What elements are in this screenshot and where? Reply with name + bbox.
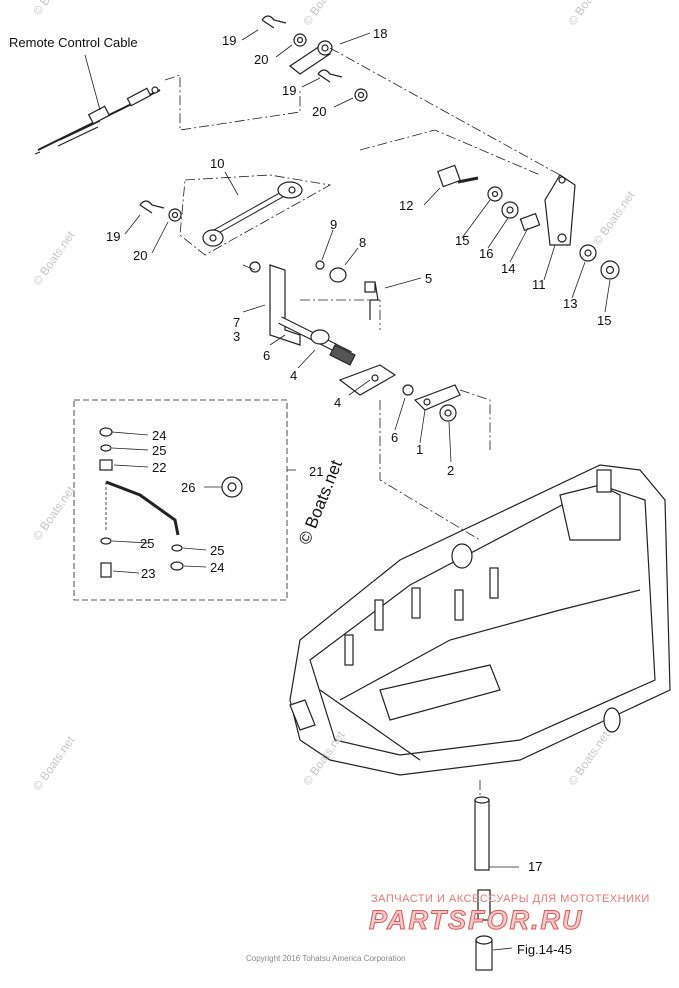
callout-12: 12 [399,198,414,213]
callout-3: 3 [233,329,241,344]
callout-24-bottom: 24 [210,560,225,575]
remote-control-cable [34,54,161,155]
callout-24-top: 24 [152,428,167,443]
callout-11: 11 [532,277,546,292]
callout-4-bottom: 4 [334,395,342,410]
callout-22: 22 [152,460,167,475]
shop-tagline: ЗАПЧАСТИ И АКСЕССУАРЫ ДЛЯ МОТОТЕХНИКИ [371,893,650,905]
figure-reference: Fig.14-45 [517,942,572,957]
remote-control-cable-label: Remote Control Cable [9,35,138,50]
shop-logo: PARTSFOR.RU [369,905,584,936]
lower-cowling [289,400,671,850]
callout-6-right: 6 [391,430,399,445]
callout-20-top: 20 [254,52,269,67]
callout-19-mid: 19 [282,83,297,98]
callout-4-top: 4 [290,368,298,383]
callout-18: 18 [373,26,388,41]
callout-19-top: 19 [222,33,237,48]
rod-assembly-10 [139,174,332,256]
callout-23: 23 [141,566,156,581]
callout-2: 2 [447,463,455,478]
callout-17: 17 [528,859,543,874]
callout-25-right: 25 [210,543,225,558]
shaft-17 [474,796,513,971]
callout-15-right: 15 [597,313,612,328]
upper-linkage-parts [261,15,561,176]
callout-20-mid: 20 [312,104,327,119]
callout-5: 5 [425,271,433,286]
callout-7: 7 [233,315,241,330]
callout-9: 9 [330,217,338,232]
kit-21-box [73,399,296,601]
callout-6-left: 6 [263,348,271,363]
callout-25-left: 25 [140,536,155,551]
callout-1: 1 [416,442,424,457]
callout-8: 8 [359,235,367,250]
callout-16: 16 [479,246,494,261]
callout-25-top: 25 [152,443,167,458]
copyright-text: Copyright 2016 Tohatsu America Corporati… [246,954,406,963]
callout-20-left: 20 [133,248,148,263]
callout-26: 26 [181,480,196,495]
right-lever-parts [359,129,620,280]
callout-14: 14 [501,261,516,276]
callout-21: 21 [309,464,324,479]
callout-19-left: 19 [106,229,121,244]
callout-15-left: 15 [455,233,470,248]
leader-lines [111,29,611,868]
lever-bracket-parts [249,260,491,450]
callout-10: 10 [210,156,225,171]
callout-13: 13 [563,296,578,311]
